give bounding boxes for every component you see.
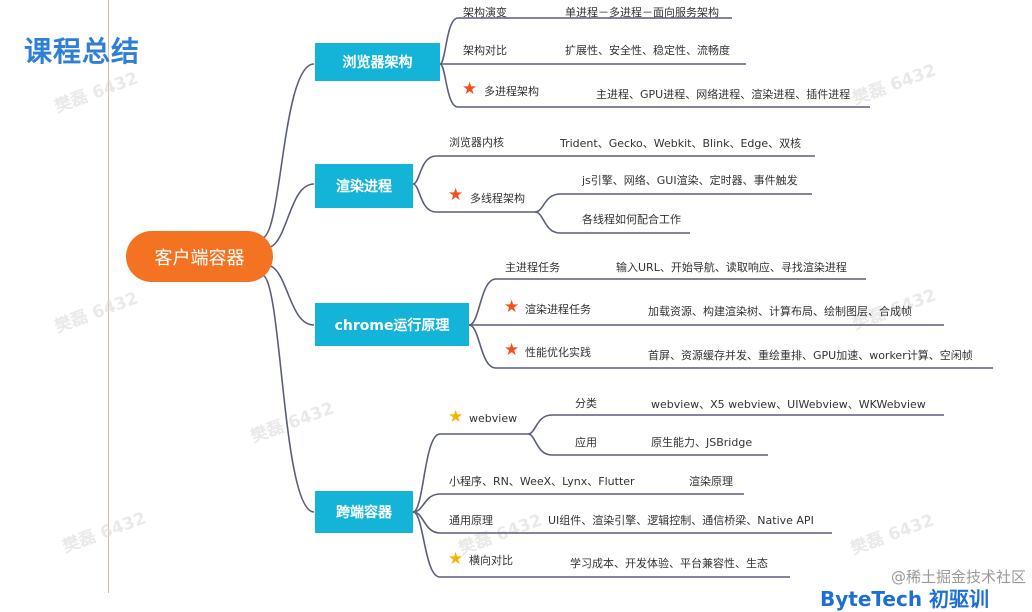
node-detail: UI组件、渲染引擎、逻辑控制、通信桥梁、Native API — [548, 514, 814, 527]
node-detail: 首屏、资源缓存并发、重绘重排、GPU加速、worker计算、空闲帧 — [648, 349, 973, 362]
node-label: 浏览器内核 — [449, 136, 504, 149]
mind-map-connectors — [261, 17, 993, 578]
star-icon: ★ — [462, 79, 478, 99]
branch-render-process: 渲染进程 — [315, 164, 413, 208]
brand-logo-partial: ByteTech 初驱训 — [820, 587, 990, 611]
footer-watermark: @稀土掘金技术社区 — [890, 568, 1026, 586]
node-label: 多线程架构 — [470, 192, 525, 205]
node-detail: js引擎、网络、GUI渲染、定时器、事件触发 — [582, 174, 798, 187]
node-detail: 各线程如何配合工作 — [582, 213, 681, 226]
node-label: 小程序、RN、WeeX、Lynx、Flutter — [449, 475, 635, 488]
branch-chrome-principle: chrome运行原理 — [315, 303, 469, 346]
node-detail: 扩展性、安全性、稳定性、流畅度 — [565, 44, 730, 57]
margin-line — [108, 0, 109, 593]
branch-browser-architecture: 浏览器架构 — [315, 43, 440, 81]
node-detail: 加载资源、构建渲染树、计算布局、绘制图层、合成帧 — [648, 305, 912, 318]
node-label: 性能优化实践 — [525, 346, 591, 359]
star-icon: ★ — [448, 407, 464, 427]
node-label: 横向对比 — [469, 554, 513, 567]
root-node: 客户端容器 — [126, 231, 273, 282]
node-detail: 渲染原理 — [689, 475, 733, 488]
node-detail: 单进程－多进程－面向服务架构 — [565, 6, 719, 19]
star-icon: ★ — [448, 549, 464, 569]
node-label: 架构演变 — [463, 6, 507, 19]
node-label: 通用原理 — [449, 514, 493, 527]
star-icon: ★ — [504, 340, 520, 360]
star-icon: ★ — [448, 185, 464, 205]
node-detail: 输入URL、开始导航、读取响应、寻找渲染进程 — [616, 261, 847, 274]
node-label: 分类 — [575, 397, 597, 410]
star-icon: ★ — [504, 297, 520, 317]
node-label: 应用 — [575, 436, 597, 449]
branch-cross-platform: 跨端容器 — [315, 491, 413, 533]
node-detail: 原生能力、JSBridge — [651, 436, 753, 449]
node-detail: Trident、Gecko、Webkit、Blink、Edge、双核 — [560, 137, 802, 150]
node-label: 多进程架构 — [484, 85, 539, 98]
node-detail: webview、X5 webview、UIWebview、WKWebview — [651, 398, 926, 411]
node-label: 渲染进程任务 — [525, 303, 591, 316]
node-detail: 主进程、GPU进程、网络进程、渲染进程、插件进程 — [596, 88, 851, 101]
node-label: 主进程任务 — [505, 261, 560, 274]
node-label: 架构对比 — [463, 44, 507, 57]
page-title: 课程总结 — [24, 35, 141, 68]
node-detail: 学习成本、开发体验、平台兼容性、生态 — [570, 557, 768, 570]
node-label: webview — [469, 412, 518, 425]
